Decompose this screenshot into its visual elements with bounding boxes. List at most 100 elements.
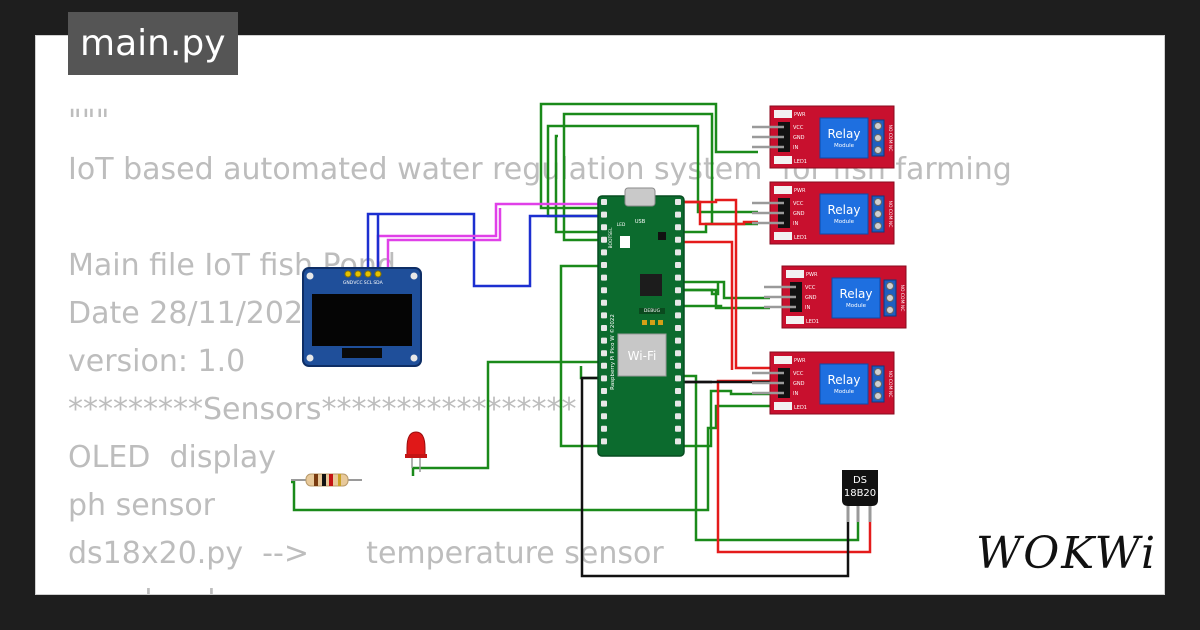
pico-pin-right[interactable] <box>675 438 681 445</box>
relay-terminal-label: NO COM NC <box>887 125 893 152</box>
bootsel-label: BOOTSEL <box>608 227 614 249</box>
wire-green <box>680 282 720 296</box>
code-line: Date 28/11/2023 <box>68 296 323 331</box>
pico-pin-right[interactable] <box>675 224 681 231</box>
relay-terminal[interactable] <box>874 146 882 154</box>
relay-terminal[interactable] <box>874 222 882 230</box>
relay-pin-label: VCC <box>793 201 804 207</box>
pico-pin-left[interactable] <box>601 350 607 357</box>
pico-pin-right[interactable] <box>675 400 681 407</box>
relay-title: Relay <box>840 287 873 301</box>
oled-pin[interactable] <box>374 270 382 278</box>
resistor[interactable] <box>291 473 362 487</box>
wire-green <box>291 404 770 512</box>
pico-pin-left[interactable] <box>601 312 607 319</box>
pico-pin-right[interactable] <box>675 262 681 268</box>
wire-black <box>580 376 850 578</box>
pico-pin-left[interactable] <box>601 199 607 205</box>
oled-pin-label: SCL <box>364 280 373 286</box>
relay-terminal[interactable] <box>874 380 882 388</box>
pico-pin-left[interactable] <box>601 337 607 344</box>
pico-pin-left[interactable] <box>601 438 607 445</box>
pico-pin-left[interactable] <box>601 262 607 268</box>
pico-pin-left[interactable] <box>601 388 607 394</box>
relay-pwr-label: PWR <box>794 112 806 118</box>
relay-led-label: LED1 <box>806 319 819 325</box>
pico-pin-left[interactable] <box>601 362 607 369</box>
pico-pin-right[interactable] <box>675 312 681 319</box>
pico-pin-right[interactable] <box>675 375 681 382</box>
pico-pin-left[interactable] <box>601 249 607 256</box>
relay-pin-label: IN <box>793 221 798 227</box>
relay-pin-label: GND <box>805 295 817 301</box>
code-line: ds18x20.py --> temperature sensor <box>68 536 664 571</box>
relay-terminal[interactable] <box>874 392 882 400</box>
pico-pin-left[interactable] <box>601 224 607 231</box>
pico-pin-left[interactable] <box>601 400 607 407</box>
relay-subtitle: Module <box>834 143 855 149</box>
relay-led-label: LED1 <box>794 159 807 165</box>
relay-terminal[interactable] <box>874 210 882 218</box>
relay-terminal[interactable] <box>874 134 882 142</box>
sensor-label-line2: 18B20 <box>844 488 876 499</box>
file-tab[interactable]: main.py <box>68 12 238 75</box>
wire-green <box>562 112 714 242</box>
pico-pin-right[interactable] <box>675 350 681 357</box>
pico-pin-right[interactable] <box>675 236 681 243</box>
pico-pin-right[interactable] <box>675 274 681 281</box>
relay-coil <box>819 117 869 159</box>
pico-pin-left[interactable] <box>601 425 607 432</box>
wire-red <box>680 240 734 370</box>
code-line: IoT based automated water regulation sys… <box>68 152 1012 187</box>
relay-subtitle: Module <box>846 303 867 309</box>
pico-pin-left[interactable] <box>601 287 607 294</box>
relay-terminal[interactable] <box>886 306 894 314</box>
relay-terminal[interactable] <box>874 122 882 130</box>
oled-pin[interactable] <box>344 270 352 278</box>
pico-pin-right[interactable] <box>675 199 681 205</box>
oled-pin-label: VCC <box>353 280 362 286</box>
relay-pin-label: IN <box>793 391 798 397</box>
pico-pin-left[interactable] <box>601 325 607 331</box>
pico-pin-right[interactable] <box>675 299 681 306</box>
pico-pin-left[interactable] <box>601 236 607 243</box>
relay-pwr-label: PWR <box>794 188 806 194</box>
pico-pin-right[interactable] <box>675 362 681 369</box>
pico-pin-left[interactable] <box>601 274 607 281</box>
relay-terminal[interactable] <box>874 198 882 206</box>
pico-pin-right[interactable] <box>675 287 681 294</box>
relay-pin-label: VCC <box>793 371 804 377</box>
oled-screen <box>312 294 412 346</box>
wire-red <box>680 198 770 370</box>
pico-pin-left[interactable] <box>601 299 607 306</box>
wire-green <box>411 360 601 476</box>
pico-pin-right[interactable] <box>675 413 681 420</box>
pico-pin-right[interactable] <box>675 249 681 256</box>
pico-pin-right[interactable] <box>675 388 681 394</box>
relay-coil <box>819 363 869 405</box>
red-led[interactable] <box>405 431 427 472</box>
relay-terminal[interactable] <box>886 294 894 302</box>
pico-pin-right[interactable] <box>675 425 681 432</box>
relay-pin-label: GND <box>793 135 805 141</box>
pico-pin-right[interactable] <box>675 211 681 218</box>
wifi-module <box>617 333 667 377</box>
oled-pin[interactable] <box>354 270 362 278</box>
pico-pin-left[interactable] <box>601 413 607 420</box>
pico-pin-left[interactable] <box>601 375 607 382</box>
pico-pin-left[interactable] <box>601 211 607 218</box>
pico-pin-right[interactable] <box>675 337 681 344</box>
pico-board[interactable]: USB LED DEBUG Wi-Fi Raspberry Pi Pico W … <box>597 187 685 457</box>
relay-terminal[interactable] <box>886 282 894 290</box>
relay-terminal[interactable] <box>874 368 882 376</box>
bootsel-button[interactable] <box>620 236 630 248</box>
oled-pin[interactable] <box>364 270 372 278</box>
pico-pin-right[interactable] <box>675 325 681 331</box>
ds18b20-sensor[interactable]: DS 18B20 <box>842 470 878 522</box>
simulation-canvas: """IoT based automated water regulation … <box>36 36 1164 594</box>
